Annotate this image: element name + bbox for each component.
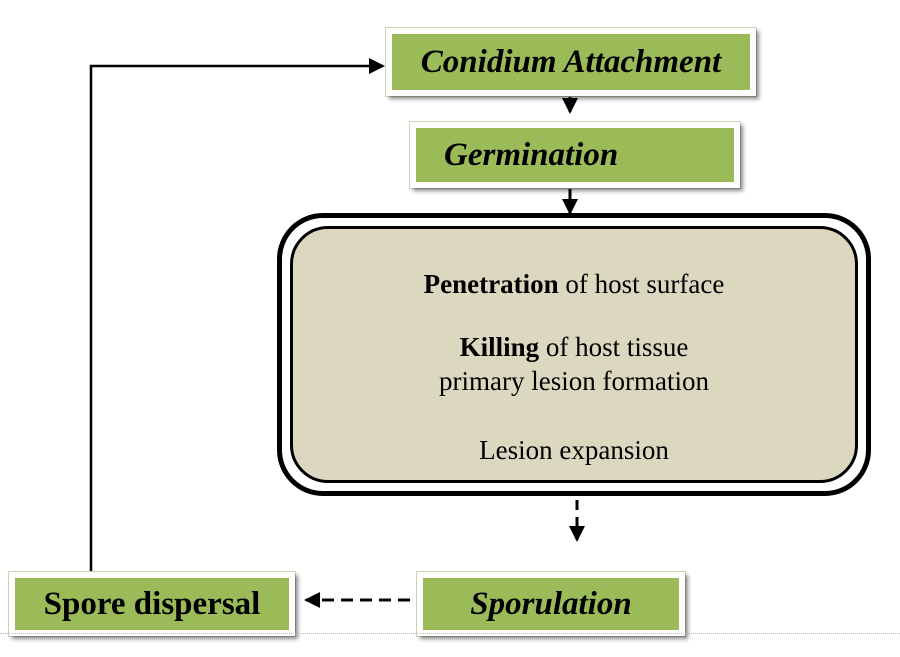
page-divider bbox=[0, 633, 900, 634]
killing-bold: Killing bbox=[459, 332, 540, 362]
killing-rest: of host tissue bbox=[539, 332, 689, 362]
infection-process-inner: Penetration of host surface Killing of h… bbox=[290, 226, 858, 483]
sporulation-node: Sporulation bbox=[417, 572, 685, 636]
loop-connector bbox=[89, 58, 385, 572]
penetration-line: Penetration of host surface bbox=[293, 269, 855, 300]
penetration-bold: Penetration bbox=[423, 269, 559, 299]
spore-dispersal-label: Spore dispersal bbox=[43, 585, 261, 622]
primary-lesion-line: primary lesion formation bbox=[439, 366, 709, 396]
spore-dispersal-node: Spore dispersal bbox=[9, 572, 295, 636]
killing-line: Killing of host tissue bbox=[293, 332, 855, 363]
germination-label: Germination bbox=[444, 136, 619, 173]
conidium-attachment-node: Conidium Attachment bbox=[386, 28, 756, 96]
lesion-expansion-line: Lesion expansion bbox=[479, 435, 669, 465]
penetration-rest: of host surface bbox=[558, 269, 725, 299]
sporulation-label: Sporulation bbox=[470, 585, 632, 622]
infection-process-box: Penetration of host surface Killing of h… bbox=[277, 213, 871, 496]
conidium-attachment-label: Conidium Attachment bbox=[420, 43, 722, 80]
germination-node: Germination bbox=[410, 122, 740, 188]
